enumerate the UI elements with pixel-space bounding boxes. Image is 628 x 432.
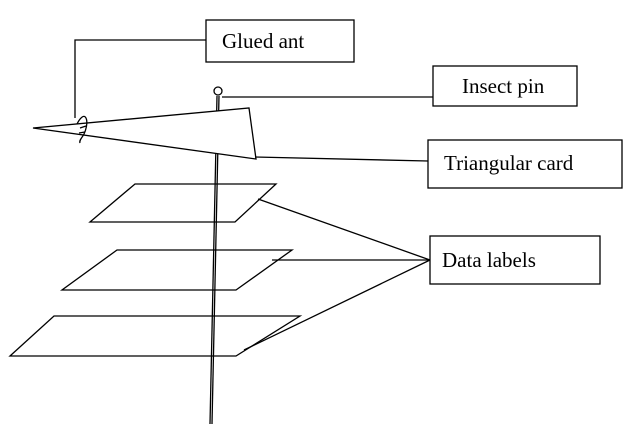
insect-pin-label-box: [432, 65, 578, 107]
glued-ant-label: Glued ant: [222, 29, 304, 53]
triangular-card-leader-line: [254, 156, 429, 162]
data-label-card-top: [88, 183, 278, 223]
data-label-card-bottom: [8, 315, 303, 357]
glued-ant-leader-line: [74, 39, 206, 118]
data-labels-leader-line-bottom: [243, 259, 431, 351]
data-labels-leader-line-top: [257, 198, 431, 261]
data-labels-label: Data labels: [442, 248, 536, 272]
glued-ant-label-box: [205, 19, 355, 63]
glued-ant-shape: [76, 115, 88, 144]
triangular-card-label: Triangular card: [444, 151, 574, 175]
data-labels-label-box: [429, 235, 601, 285]
insect-pin-label: Insect pin: [462, 74, 545, 98]
triangular-card-label-box: [427, 139, 623, 189]
data-label-card-middle: [60, 249, 295, 291]
glued-ant-leg: [78, 125, 87, 134]
insect-pin-head: [213, 86, 223, 96]
triangular-card: [32, 107, 257, 160]
